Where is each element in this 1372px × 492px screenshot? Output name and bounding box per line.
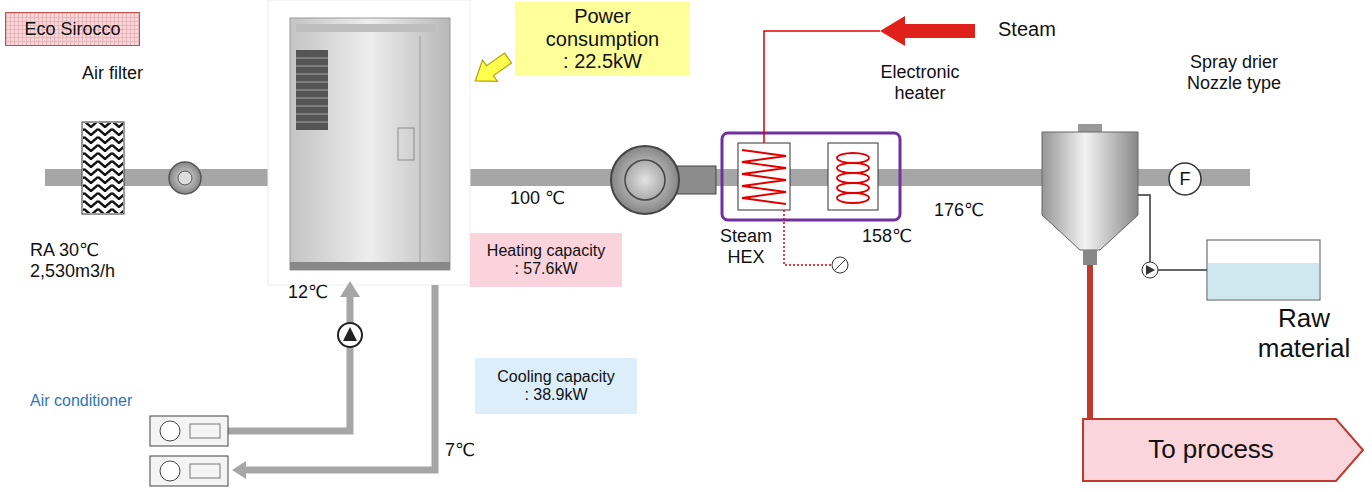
cooling-box: Cooling capacity : 38.9kW <box>475 358 637 414</box>
outdoor-unit-panel <box>190 424 220 438</box>
feed-line <box>1158 269 1207 271</box>
pump-mark <box>1146 265 1155 275</box>
trap-symbol <box>832 257 848 273</box>
unit-background <box>268 0 470 285</box>
blower-hub <box>625 160 665 200</box>
spray-drier-vessel <box>1042 132 1138 250</box>
node-text: Eco Sirocco <box>24 19 120 39</box>
chilled-water-pipe <box>228 296 350 431</box>
outdoor-unit <box>150 416 228 446</box>
heater-group-frame <box>722 133 900 220</box>
condensate-line <box>784 210 832 265</box>
drier-outlet <box>1083 250 1097 265</box>
part-label: Steam HEX <box>716 226 776 267</box>
part-label: Raw material <box>1245 304 1363 364</box>
part-label: Air conditioner <box>30 392 132 410</box>
outdoor-unit-panel <box>190 464 220 478</box>
steam-coil <box>742 150 786 204</box>
part-label: Spray drier Nozzle type <box>1168 52 1300 93</box>
temperature-label: 12℃ <box>288 282 328 303</box>
cabinet-seam <box>420 36 421 262</box>
heat-pump-cabinet <box>290 18 450 270</box>
output-arrow: To process <box>1082 418 1364 482</box>
water-pump <box>338 323 362 347</box>
tank-liquid <box>1208 263 1319 299</box>
fan-outlet <box>676 166 716 194</box>
return-water-pipe <box>244 285 435 470</box>
node-text: F <box>1180 169 1191 189</box>
fan-hub <box>178 171 192 185</box>
outdoor-unit-fan <box>160 461 180 481</box>
feed-line <box>1138 195 1150 262</box>
flow-meter: F <box>1168 162 1202 196</box>
temperature-label: 7℃ <box>445 440 475 461</box>
pipe-arrowhead <box>340 281 360 297</box>
node-text: To process <box>1148 435 1274 464</box>
temperature-label: 100 ℃ <box>510 188 565 209</box>
temperature-label: 158℃ <box>862 226 912 247</box>
outdoor-unit-fan <box>160 421 180 441</box>
inlet-condition: RA 30℃ 2,530m3/h <box>30 240 122 281</box>
air-filter-symbol <box>82 122 124 214</box>
steam-line <box>764 31 880 143</box>
outdoor-unit <box>150 456 228 486</box>
temperature-label: 176℃ <box>934 200 984 221</box>
product-pipe <box>1087 265 1093 420</box>
cabinet-base <box>290 262 450 270</box>
fan-symbol <box>169 162 201 194</box>
grille-lines <box>296 58 328 122</box>
blower-symbol <box>611 146 679 214</box>
trap-slash <box>834 259 846 271</box>
pipe-arrowhead <box>232 461 246 479</box>
node-text: Heating capacity : 57.6kW <box>485 242 608 278</box>
part-label: Electronic heater <box>865 62 975 103</box>
title-tag: Eco Sirocco <box>5 12 140 46</box>
cabinet-grille <box>296 50 328 130</box>
feed-pump <box>1142 262 1158 278</box>
node-text: Cooling capacity : 38.9kW <box>495 368 618 404</box>
heating-box: Heating capacity : 57.6kW <box>470 233 622 287</box>
part-label: Steam <box>998 18 1056 41</box>
steam-hex-symbol <box>738 143 790 210</box>
cabinet-strip <box>296 24 436 32</box>
node-text: Power consumption : 22.5kW <box>543 5 662 72</box>
cabinet-handle <box>398 128 414 160</box>
electric-heater-symbol <box>828 143 878 210</box>
steam-arrow <box>880 16 975 46</box>
air-filter-pattern <box>83 123 123 213</box>
part-label: Air filter <box>82 63 143 84</box>
power-box: Power consumption : 22.5kW <box>515 2 690 76</box>
power-arrow <box>468 47 516 91</box>
node-shape <box>1169 163 1201 195</box>
pump-mark <box>343 327 357 341</box>
node-shape <box>1083 419 1363 481</box>
heater-coil <box>837 153 869 203</box>
raw-material-tank <box>1207 240 1320 300</box>
